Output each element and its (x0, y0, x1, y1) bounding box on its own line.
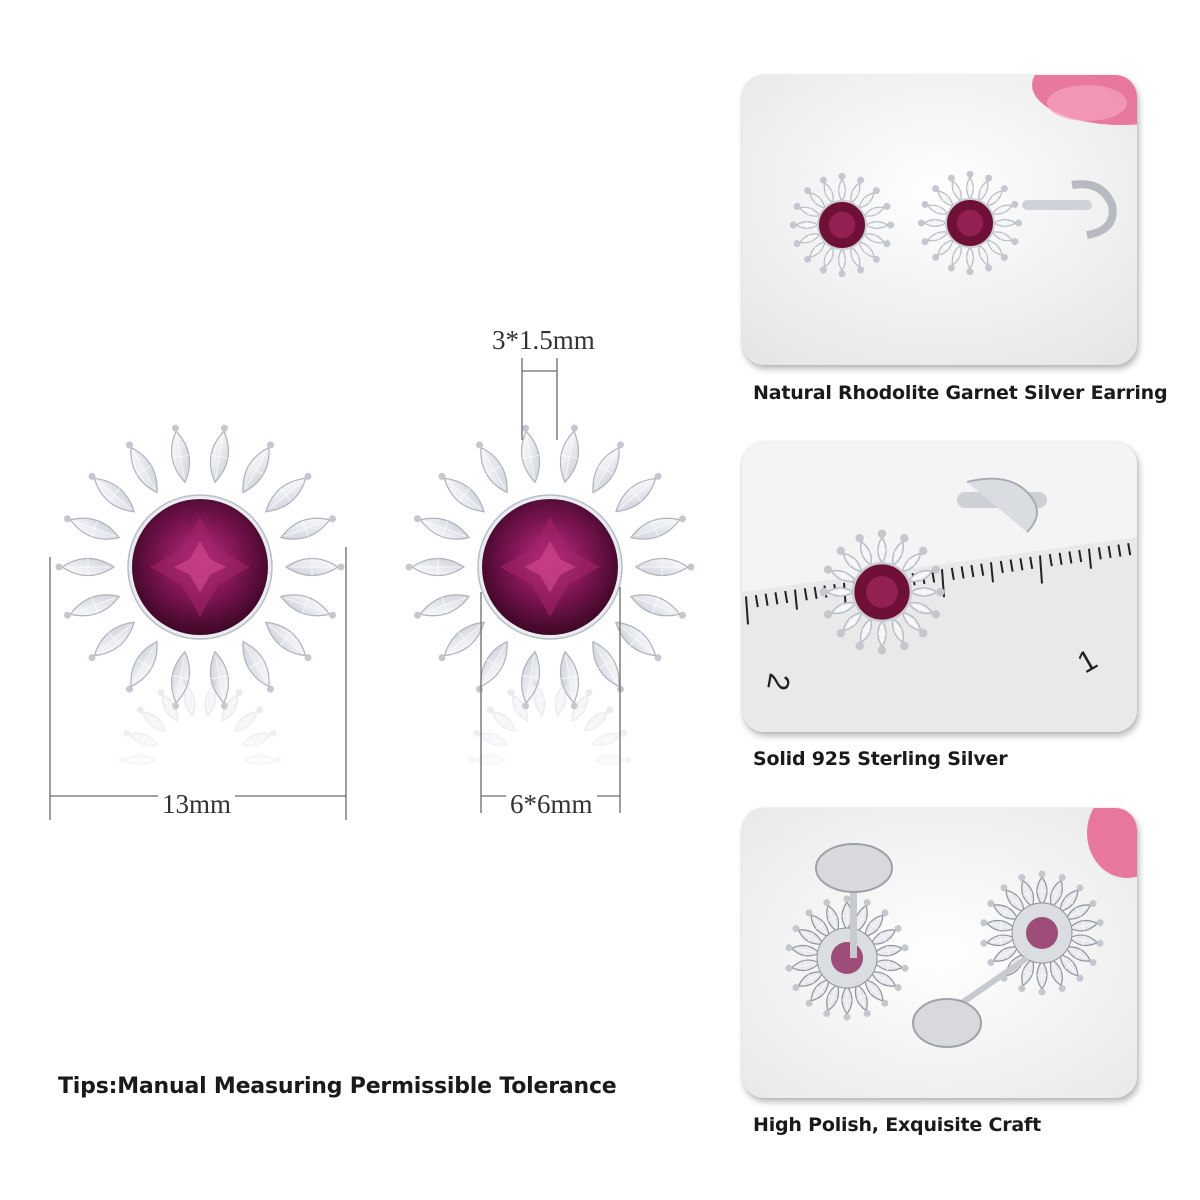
earring-right (405, 424, 695, 710)
earring-ruler-photo: 2 1 (742, 442, 1137, 732)
card-2-caption: Solid 925 Sterling Silver (753, 748, 1008, 770)
earring-pair-photo (742, 75, 1137, 365)
overall-width-label: 13mm (158, 788, 236, 820)
prong-dimension (521, 358, 558, 440)
center-stone-label: 6*6mm (506, 788, 597, 820)
prong-size-label: 3*1.5mm (488, 324, 599, 356)
photo-card-back-view (742, 808, 1137, 1098)
tolerance-tip: Tips:Manual Measuring Permissible Tolera… (58, 1074, 617, 1099)
card-1-caption: Natural Rhodolite Garnet Silver Earring (753, 382, 1168, 404)
card-3-caption: High Polish, Exquisite Craft (753, 1114, 1041, 1136)
ruler-number-2: 2 (760, 671, 795, 693)
earring-left (55, 424, 345, 710)
photo-card-front-pair (742, 75, 1137, 365)
earring-measurement-figure (40, 358, 720, 820)
photo-card-ruler: 2 1 (742, 442, 1137, 732)
earring-back-photo (742, 808, 1137, 1098)
